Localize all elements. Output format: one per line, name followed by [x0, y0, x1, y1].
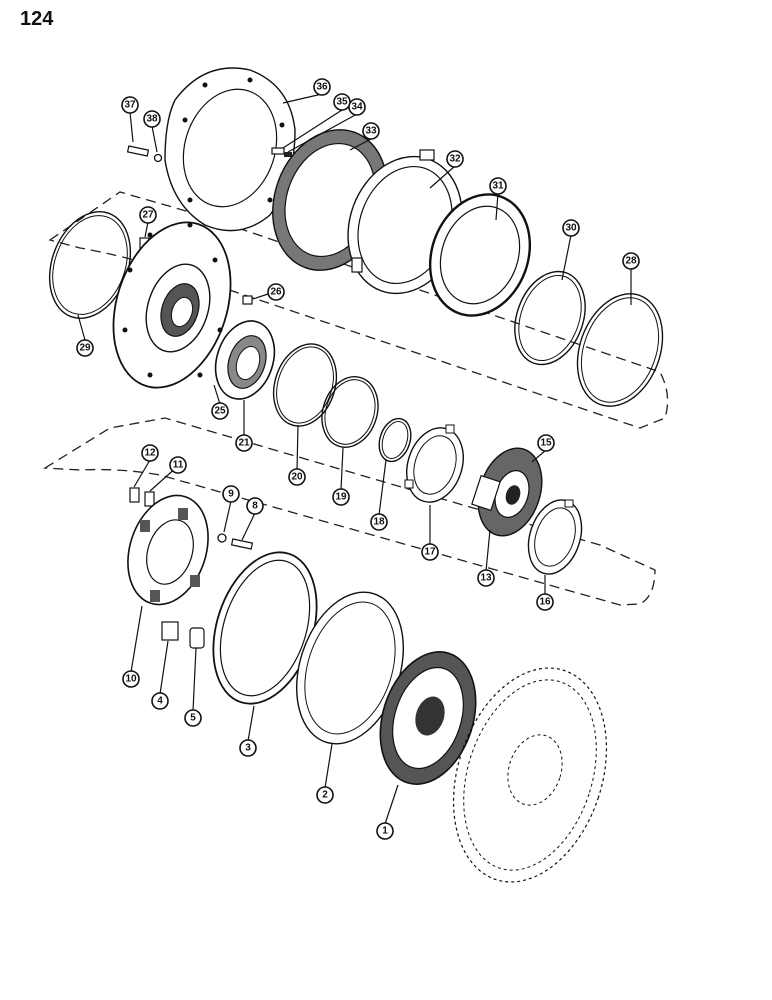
callout-35: 35 — [333, 93, 351, 111]
svg-text:33: 33 — [365, 126, 377, 137]
part-35-spring — [271, 147, 285, 155]
part-15-friction-disc — [477, 447, 543, 537]
svg-text:21: 21 — [238, 438, 250, 449]
callout-21: 21 — [235, 434, 253, 452]
svg-text:38: 38 — [146, 114, 158, 125]
svg-text:28: 28 — [625, 256, 637, 267]
part-1-clutch-disc — [379, 651, 477, 785]
callout-13: 13 — [477, 569, 495, 587]
callout-26: 26 — [267, 283, 285, 301]
callout-1: 1 — [376, 822, 394, 840]
callout-29: 29 — [76, 339, 94, 357]
svg-text:10: 10 — [125, 674, 137, 685]
callout-17: 17 — [421, 543, 439, 561]
svg-text:26: 26 — [270, 287, 282, 298]
lower-assembly-outline — [42, 417, 656, 606]
callout-3: 3 — [239, 739, 257, 757]
callout-31: 31 — [489, 177, 507, 195]
callout-11: 11 — [169, 456, 187, 474]
part-13-hub — [471, 474, 501, 512]
callout-20: 20 — [288, 468, 306, 486]
svg-text:8: 8 — [252, 501, 258, 512]
part-25-clutch-housing — [112, 221, 232, 389]
callout-25: 25 — [211, 402, 229, 420]
part-9-washer — [217, 533, 227, 543]
part-18-seal-ring — [378, 417, 412, 463]
part-8-bolt — [230, 538, 254, 550]
part-19-seal-ring — [321, 376, 379, 448]
part-21-inner-piston — [214, 320, 276, 400]
part-31-piston — [428, 193, 532, 317]
callout-10: 10 — [122, 670, 140, 688]
svg-text:27: 27 — [142, 210, 154, 221]
svg-text:36: 36 — [316, 82, 328, 93]
part-37-bolt — [126, 145, 150, 157]
callout-37: 37 — [121, 96, 139, 114]
callout-38: 38 — [143, 110, 161, 128]
part-16-separator-plate — [527, 499, 583, 575]
svg-text:30: 30 — [565, 223, 577, 234]
svg-text:35: 35 — [336, 97, 348, 108]
page-number: 124 — [20, 8, 54, 30]
part-11-spring — [144, 491, 155, 507]
svg-text:13: 13 — [480, 573, 492, 584]
callout-34: 34 — [348, 98, 366, 116]
part-30-seal-ring — [514, 270, 586, 366]
svg-text:1: 1 — [382, 826, 388, 837]
callout-4: 4 — [151, 692, 169, 710]
part-5-nut — [189, 627, 205, 649]
flywheel-reference — [452, 667, 608, 883]
callout-12: 12 — [141, 444, 159, 462]
part-12-spring — [129, 487, 140, 503]
callout-5: 5 — [184, 709, 202, 727]
svg-text:16: 16 — [539, 597, 551, 608]
callout-15: 15 — [537, 434, 555, 452]
callout-32: 32 — [446, 150, 464, 168]
svg-text:4: 4 — [157, 696, 163, 707]
callout-30: 30 — [562, 219, 580, 237]
svg-text:19: 19 — [335, 492, 347, 503]
callout-33: 33 — [362, 122, 380, 140]
svg-text:18: 18 — [373, 517, 385, 528]
part-38-washer — [153, 153, 163, 163]
callout-16: 16 — [536, 593, 554, 611]
svg-text:9: 9 — [228, 489, 234, 500]
svg-text:2: 2 — [322, 790, 328, 801]
callout-28: 28 — [622, 252, 640, 270]
part-28-seal-ring — [576, 293, 664, 407]
svg-text:34: 34 — [351, 102, 363, 113]
svg-text:32: 32 — [449, 154, 461, 165]
svg-text:3: 3 — [245, 743, 251, 754]
svg-text:12: 12 — [144, 448, 156, 459]
svg-text:20: 20 — [291, 472, 303, 483]
svg-text:29: 29 — [79, 343, 91, 354]
svg-text:11: 11 — [173, 460, 184, 471]
callout-36: 36 — [313, 78, 331, 96]
svg-text:25: 25 — [214, 406, 226, 417]
svg-text:15: 15 — [540, 438, 552, 449]
svg-text:37: 37 — [124, 100, 136, 111]
upper-assembly-outline — [48, 191, 669, 429]
svg-text:17: 17 — [424, 547, 436, 558]
part-10-pressure-plate — [127, 494, 209, 606]
callout-9: 9 — [222, 485, 240, 503]
callout-19: 19 — [332, 488, 350, 506]
part-26-dowel-pin — [242, 295, 253, 305]
svg-text:5: 5 — [190, 713, 196, 724]
leader-lines — [77, 93, 632, 825]
svg-text:31: 31 — [492, 181, 504, 192]
callout-18: 18 — [370, 513, 388, 531]
callout-27: 27 — [139, 206, 157, 224]
part-34-pin — [284, 152, 292, 157]
part-20-seal-ring — [272, 343, 338, 427]
callout-8: 8 — [246, 497, 264, 515]
part-4-bolt — [161, 621, 179, 641]
callout-2: 2 — [316, 786, 334, 804]
part-17-separator-plate — [404, 424, 464, 503]
